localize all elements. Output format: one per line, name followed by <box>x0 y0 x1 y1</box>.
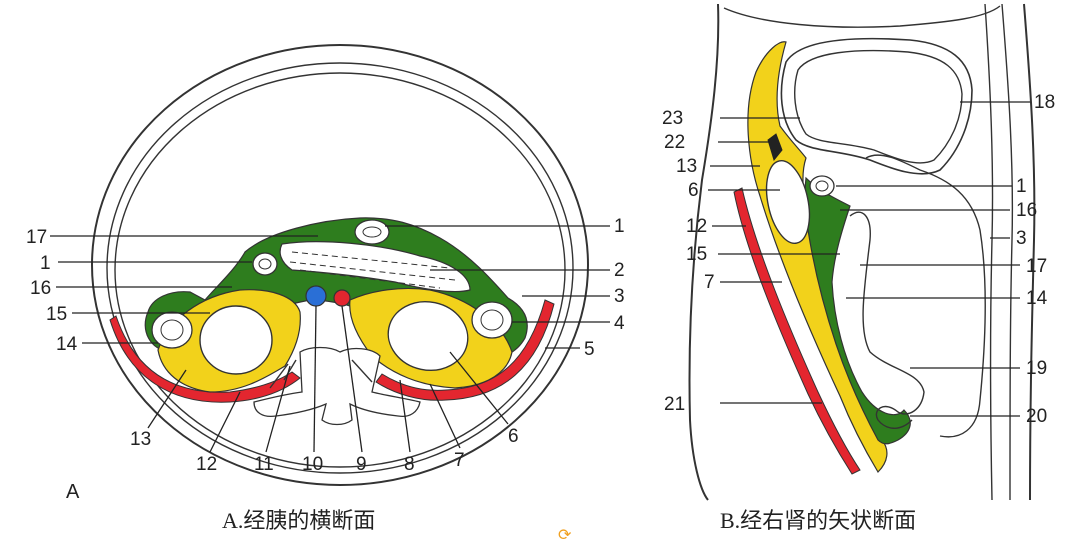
peritoneal-lining <box>865 154 986 438</box>
peritoneal-fold <box>849 211 925 429</box>
label-b-7: 7 <box>704 272 715 293</box>
aorta <box>333 289 351 307</box>
label-a-16: 16 <box>30 278 51 299</box>
refresh-icon: ⟳ <box>558 525 572 544</box>
red-band-left <box>109 315 301 403</box>
label-a-1b: 1 <box>40 253 51 274</box>
label-b-1: 1 <box>1016 176 1027 197</box>
label-a-14: 14 <box>56 334 78 355</box>
label-a-10: 10 <box>302 454 323 475</box>
colon-left <box>151 311 193 349</box>
vertebra-detail <box>269 359 373 389</box>
figure-b-sagittal-section: 18 23 22 13 6 1 16 12 3 15 17 7 14 19 21… <box>662 3 1055 533</box>
colon-right <box>471 301 513 339</box>
colon-left-small <box>252 252 278 276</box>
label-b-16: 16 <box>1016 200 1037 221</box>
body-outline-left <box>688 3 720 501</box>
inferior-vena-cava <box>305 285 327 307</box>
colon-left-inner <box>160 319 184 341</box>
kidney-b <box>765 160 811 244</box>
label-b-3: 3 <box>1016 228 1027 249</box>
colon-top-inner <box>362 226 382 238</box>
liver <box>780 37 973 175</box>
figure-b-leader-lines <box>708 101 1030 417</box>
pancreas <box>279 241 471 293</box>
label-a-3: 3 <box>614 286 625 307</box>
red-band-b <box>733 187 861 475</box>
body-wall-inner-right <box>1001 3 1014 501</box>
label-b-12: 12 <box>686 216 707 237</box>
label-a-12: 12 <box>196 454 217 475</box>
label-a-9: 9 <box>356 454 367 475</box>
label-a-15: 15 <box>46 304 67 325</box>
label-a-13: 13 <box>130 429 151 450</box>
body-wall-innermost-right <box>984 3 994 501</box>
label-b-19: 19 <box>1026 358 1047 379</box>
colon-left-small-inner <box>258 258 272 270</box>
green-peritoneum-b <box>804 176 911 445</box>
label-a-1: 1 <box>614 216 625 237</box>
colon-b <box>809 175 835 197</box>
body-outline-right <box>1023 3 1036 501</box>
colon-top <box>354 219 390 245</box>
label-b-13: 13 <box>676 156 697 177</box>
label-a-5: 5 <box>584 339 595 360</box>
label-a-11: 11 <box>254 454 274 475</box>
kidney-left <box>199 305 273 375</box>
label-a-6: 6 <box>508 426 519 447</box>
figure-a-corner-letter: A <box>66 481 80 503</box>
figure-a-transverse-section: 1 2 3 4 5 6 7 8 9 10 11 12 13 14 15 16 1… <box>26 44 625 533</box>
label-b-23: 23 <box>662 108 683 129</box>
label-a-2: 2 <box>614 260 625 281</box>
label-b-17: 17 <box>1026 256 1047 277</box>
vertebra <box>253 346 421 426</box>
liver-capsule <box>794 49 963 164</box>
colon-b-inner <box>815 180 829 192</box>
label-b-21: 21 <box>664 394 685 415</box>
label-b-6: 6 <box>688 180 699 201</box>
figure-a-caption: A.经胰的横断面 <box>222 508 375 533</box>
label-b-14: 14 <box>1026 288 1048 309</box>
label-b-22: 22 <box>664 132 685 153</box>
colon-right-inner <box>480 309 504 331</box>
kidney-right <box>387 301 469 371</box>
body-wall-outer <box>91 44 589 486</box>
diaphragm-top <box>723 5 1001 28</box>
pancreas-hatching <box>289 251 456 289</box>
label-a-8: 8 <box>404 454 415 475</box>
body-wall-middle <box>106 62 574 474</box>
label-a-17: 17 <box>26 227 47 248</box>
figure-a-leader-lines <box>50 225 610 453</box>
label-b-18: 18 <box>1034 92 1055 113</box>
label-b-20: 20 <box>1026 406 1047 427</box>
label-a-4: 4 <box>614 313 625 334</box>
figure-b-caption: B.经右肾的矢状断面 <box>720 508 916 533</box>
label-a-7: 7 <box>454 450 465 471</box>
adrenal-gland <box>767 133 783 162</box>
label-b-15: 15 <box>686 244 707 265</box>
